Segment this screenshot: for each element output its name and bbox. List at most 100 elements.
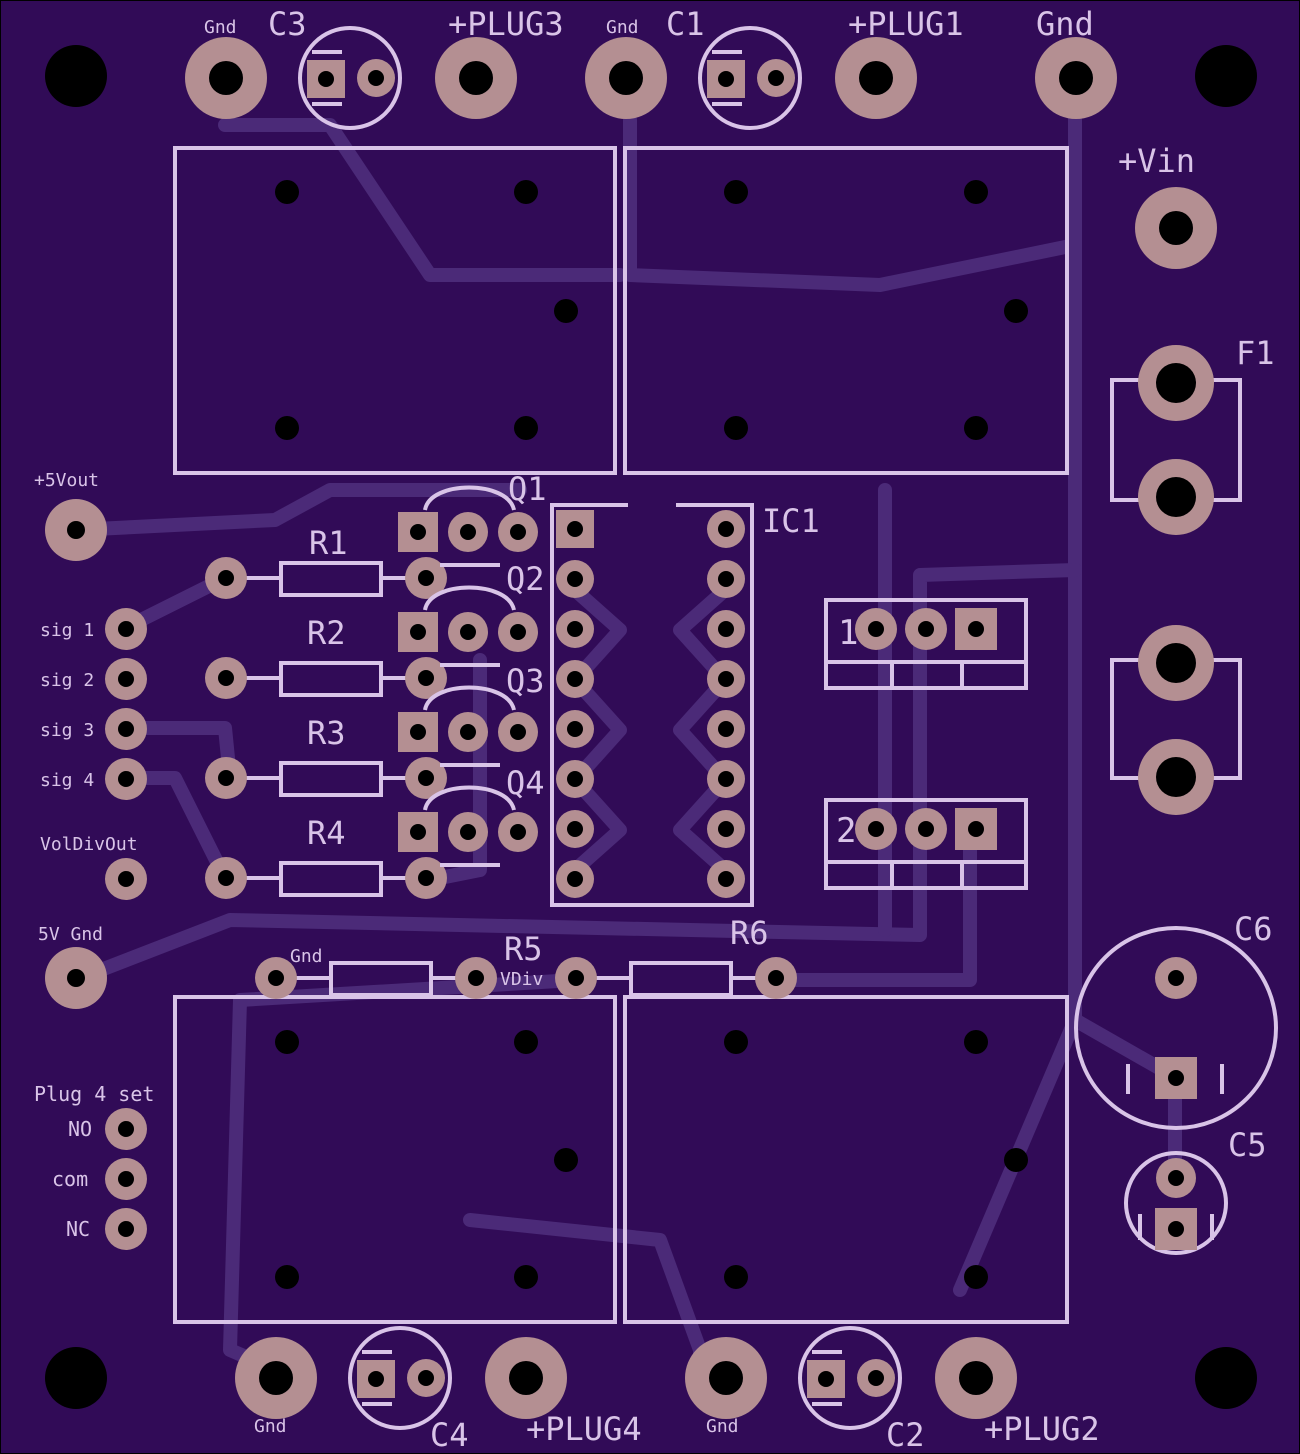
pad-sig1 — [105, 608, 147, 650]
label-r5: R5 — [504, 930, 543, 968]
label-sig1: sig 1 — [40, 620, 94, 641]
label-nc: NC — [66, 1217, 90, 1241]
header-pads — [45, 499, 147, 1250]
cap-c1 — [698, 26, 802, 130]
label-r2: R2 — [307, 614, 346, 652]
terminal-gnd-top-b — [585, 37, 667, 119]
pad-sig2 — [105, 658, 147, 700]
mounting-hole-bottom-left — [45, 1347, 107, 1409]
label-plug4-set: Plug 4 set — [34, 1082, 154, 1106]
cap-c6 — [1074, 926, 1278, 1130]
label-r3: R3 — [307, 714, 346, 752]
transistor-q4 — [398, 785, 538, 867]
resistor-r1 — [205, 557, 447, 599]
ic1-dip16 — [550, 503, 754, 907]
label-c6: C6 — [1234, 910, 1273, 948]
label-plug4: +PLUG4 — [526, 1410, 642, 1448]
resistors — [205, 557, 447, 899]
label-plug3: +PLUG3 — [448, 5, 564, 43]
resistor-r5 — [255, 957, 497, 999]
terminal-plug4 — [485, 1337, 567, 1419]
label-5vout: +5Vout — [34, 470, 99, 491]
relay-top-left — [173, 146, 617, 475]
label-c4: C4 — [430, 1416, 469, 1454]
terminal-gnd-top-a — [185, 37, 267, 119]
label-r1: R1 — [309, 524, 348, 562]
mounting-hole-bottom-right — [1195, 1347, 1257, 1409]
label-sig2: sig 2 — [40, 670, 94, 691]
label-q3: Q3 — [506, 662, 545, 700]
label-vdiv: VDiv — [500, 969, 543, 990]
label-voldivout: VolDivOut — [40, 834, 138, 855]
resistor-r3 — [205, 757, 447, 799]
terminal-plug1 — [835, 37, 917, 119]
screw-terminals — [185, 37, 1217, 1419]
cap-c4 — [348, 1326, 452, 1430]
label-c5: C5 — [1228, 1126, 1267, 1164]
label-gnd-bot-a: Gnd — [254, 1416, 287, 1437]
terminal-vin — [1135, 187, 1217, 269]
regulator-2 — [824, 798, 1028, 890]
large-capacitors — [1074, 926, 1278, 1255]
label-no: NO — [68, 1117, 92, 1141]
label-gnd-bot-b: Gnd — [706, 1416, 739, 1437]
label-q1: Q1 — [508, 470, 547, 508]
relay-top-right — [623, 146, 1069, 475]
fuse-f1 — [1110, 345, 1242, 815]
pad-nc — [105, 1208, 147, 1250]
terminal-gnd-bot-b — [685, 1337, 767, 1419]
label-gnd-r5: Gnd — [290, 946, 323, 967]
resistor-r4 — [205, 857, 447, 899]
pad-voldivout — [105, 858, 147, 900]
transistors — [398, 485, 538, 867]
relay-bottom-right — [623, 995, 1069, 1324]
pad-sig4 — [105, 758, 147, 800]
mounting-holes — [45, 45, 1257, 1409]
mounting-hole-top-right — [1195, 45, 1257, 107]
label-sig4: sig 4 — [40, 770, 94, 791]
label-regulator-1: 1 — [838, 613, 858, 653]
label-plug1: +PLUG1 — [848, 5, 964, 43]
label-5v-gnd: 5V Gnd — [38, 924, 103, 945]
relay-pins — [275, 180, 1028, 1289]
label-gnd-top-c: Gnd — [1036, 5, 1094, 43]
label-c2: C2 — [886, 1416, 925, 1454]
transistor-q3 — [398, 685, 538, 767]
silkscreen-labels: Gnd C3 +PLUG3 Gnd C1 +PLUG1 Gnd +Vin F1 … — [34, 5, 1275, 1454]
transistor-q1 — [398, 485, 538, 567]
terminal-plug2 — [935, 1337, 1017, 1419]
resistor-r2 — [205, 657, 447, 699]
label-c1: C1 — [666, 5, 705, 43]
label-r4: R4 — [307, 814, 346, 852]
label-c3: C3 — [268, 5, 307, 43]
resistor-r6 — [555, 957, 797, 999]
label-com: com — [52, 1167, 88, 1191]
label-gnd-top-a: Gnd — [204, 17, 237, 38]
terminal-gnd-top-c — [1035, 37, 1117, 119]
label-ic1: IC1 — [762, 502, 820, 540]
terminal-gnd-bot-a — [235, 1337, 317, 1419]
cap-c2 — [798, 1326, 902, 1430]
pad-sig3 — [105, 708, 147, 750]
label-sig3: sig 3 — [40, 720, 94, 741]
mounting-hole-top-left — [45, 45, 107, 107]
small-capacitors — [298, 26, 902, 1430]
pad-5v-gnd — [45, 947, 107, 1009]
pad-com — [105, 1158, 147, 1200]
transistor-q2 — [398, 585, 538, 667]
divider-resistors — [255, 957, 797, 999]
regulators — [824, 598, 1028, 890]
pad-5vout — [45, 499, 107, 561]
label-gnd-top-b: Gnd — [606, 17, 639, 38]
label-q2: Q2 — [506, 560, 545, 598]
cap-c3 — [298, 26, 402, 130]
terminal-plug3 — [435, 37, 517, 119]
pad-no — [105, 1108, 147, 1150]
label-plug2: +PLUG2 — [984, 1410, 1100, 1448]
regulator-1 — [824, 598, 1028, 690]
cap-c5 — [1124, 1151, 1228, 1255]
label-r6: R6 — [730, 914, 769, 952]
label-q4: Q4 — [506, 764, 545, 802]
label-regulator-2: 2 — [836, 811, 856, 851]
